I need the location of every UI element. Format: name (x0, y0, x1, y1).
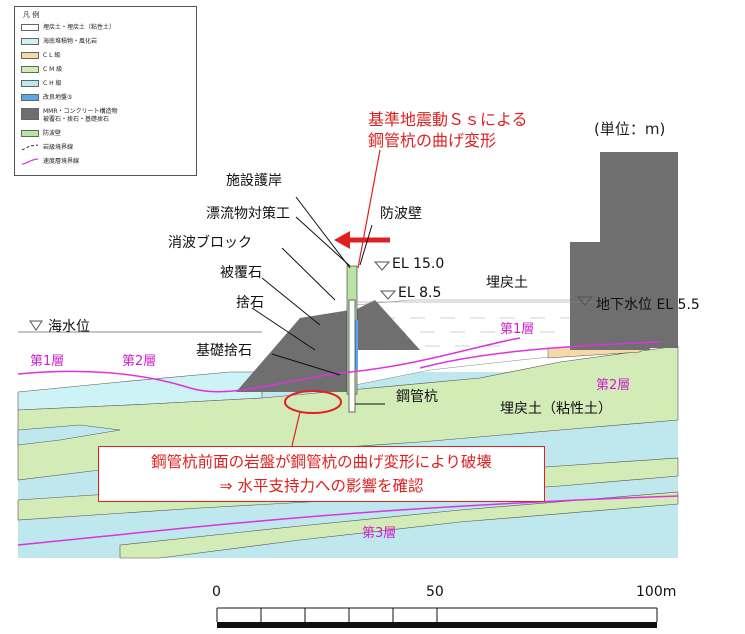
level-markers (29, 261, 594, 331)
legend-item-landfill: 埋戻土・埋戻土（粘性土） (21, 24, 115, 34)
legend-item-cl: C L 級 (21, 52, 60, 62)
label-el-8-5: EL 8.5 (398, 285, 442, 301)
label-chika-suii: 地下水位 EL 5.5 (596, 297, 700, 313)
scale-tick-0: 0 (212, 584, 221, 600)
scale-bar (216, 607, 658, 628)
label-umemodoshido: 埋戻土 (486, 275, 528, 291)
failure-zone-ellipse (284, 390, 342, 414)
steel-pile (348, 299, 356, 413)
note-leader (357, 149, 381, 269)
label-kokan-kui: 鋼管杭 (396, 389, 438, 405)
dashline-icon (21, 144, 39, 151)
legend-item-sediment: 海底堆積物・風化岩 (21, 38, 97, 48)
label-kiso-suteishi: 基礎捨石 (196, 343, 252, 359)
legend-title: 凡 例 (23, 11, 40, 19)
label-shisetsu-gogan: 施設護岸 (226, 173, 282, 189)
scale-tick-50: 50 (426, 584, 444, 600)
revetment-body (355, 300, 420, 350)
callout-line1: 鋼管杭前面の岩盤が鋼管杭の曲げ変形により破壊 (151, 453, 492, 471)
deformation-note-line1: 基準地震動Ｓｓによる (368, 110, 528, 129)
label-el-15: EL 15.0 (392, 256, 445, 272)
label-shoha-block: 消波ブロック (168, 235, 252, 251)
unit-label: (単位：m) (594, 120, 666, 138)
legend-item-cm: C M 級 (21, 66, 62, 76)
callout-leader (291, 411, 301, 447)
ch-lens-left (17, 424, 121, 446)
failure-callout: 鋼管杭前面の岩盤が鋼管杭の曲げ変形により破壊 ⇒ 水平支持力への影響を確認 (98, 446, 545, 502)
deformation-note-line2: 鋼管杭の曲げ変形 (368, 131, 497, 150)
legend-item-improved: 改良地盤⑤ (21, 94, 72, 104)
label-umemodoshido-nensei: 埋戻土（粘性土） (500, 401, 612, 417)
building-upper (600, 152, 678, 348)
velocity-boundary-1 (17, 337, 521, 393)
legend-box: 凡 例 埋戻土・埋戻土（粘性土） 海底堆積物・風化岩 C L 級 C M 級 C… (14, 6, 197, 176)
label-leaders (251, 196, 385, 405)
magenta-line-icon (21, 158, 39, 165)
label-suteishi: 捨石 (236, 295, 264, 311)
label-kaisuii: 海水位 (48, 319, 90, 335)
velocity-boundary-2 (419, 341, 661, 369)
rubble-mound (236, 310, 350, 392)
legend-item-velocity-boundary: 速度層境界線 (21, 158, 79, 168)
label-layer1-left: 第1層 (30, 354, 65, 369)
legend-item-mmr: MMR・コンクリート構造物被覆石・捨石・基礎捨石 (21, 108, 118, 128)
label-layer2-right: 第2層 (596, 378, 631, 393)
deformation-arrow-head (334, 231, 350, 249)
legend-item-wall: 防波壁 (21, 130, 61, 140)
label-bohaheki: 防波壁 (380, 206, 422, 222)
label-hyoryubutsu: 漂流物対策工 (206, 206, 290, 222)
label-hifukuseki: 被覆石 (220, 265, 262, 281)
legend-item-ch: C H 級 (21, 80, 62, 90)
label-layer2-left: 第2層 (122, 354, 157, 369)
velocity-boundary-3 (17, 495, 679, 546)
scale-tick-100: 100m (636, 584, 677, 600)
cm-rock-lower (119, 491, 679, 559)
legend-item-rock-boundary: 岩級境界線 (21, 144, 73, 154)
label-layer3: 第3層 (362, 526, 397, 541)
label-layer1-right: 第1層 (500, 322, 535, 337)
callout-line2: ⇒ 水平支持力への影響を確認 (219, 477, 424, 495)
